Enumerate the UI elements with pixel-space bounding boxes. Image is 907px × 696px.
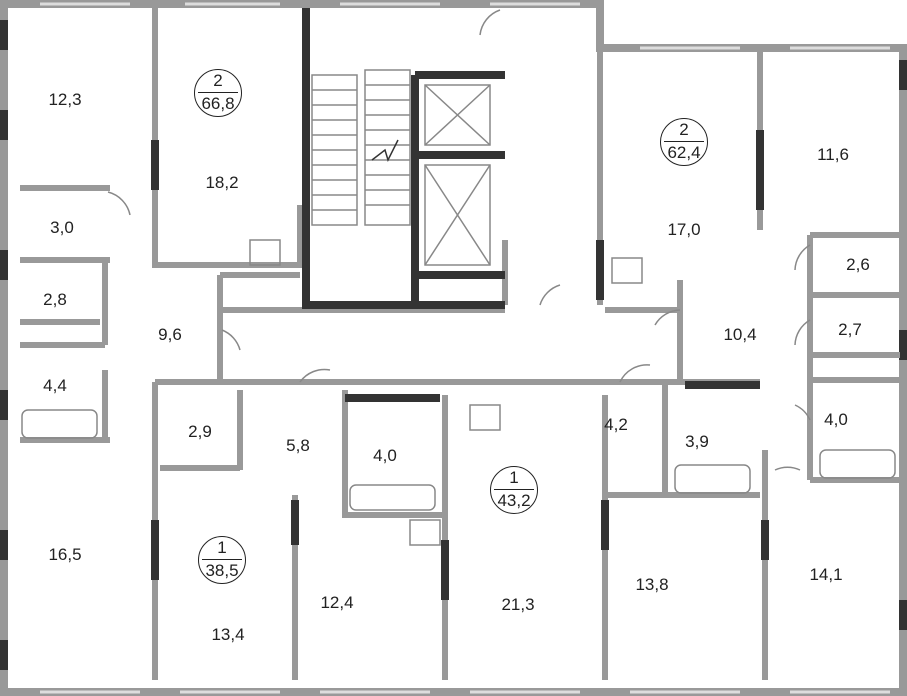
- room-count: 1: [202, 537, 242, 560]
- room-area: 5,8: [286, 436, 310, 455]
- room-area: 12,3: [48, 90, 82, 109]
- room-area: 3,0: [50, 218, 74, 237]
- room-area: 9,6: [158, 325, 182, 344]
- apartment-area: 43,2: [497, 491, 531, 510]
- room-area: 16,5: [48, 545, 82, 564]
- room-area: 13,4: [211, 625, 245, 644]
- room-area: 17,0: [667, 220, 701, 239]
- room-area: 12,4: [320, 593, 354, 612]
- room-area: 18,2: [205, 173, 239, 192]
- room-area: 4,0: [824, 410, 848, 429]
- room-area: 13,8: [635, 575, 669, 594]
- room-area: 2,7: [838, 320, 862, 339]
- room-area: 14,1: [809, 565, 843, 584]
- room-area: 2,9: [188, 422, 212, 441]
- room-area: 2,6: [846, 255, 870, 274]
- room-area: 4,2: [604, 415, 628, 434]
- apartment-area: 38,5: [205, 561, 239, 580]
- apartment-area: 66,8: [201, 94, 235, 113]
- room-count: 1: [494, 467, 534, 490]
- room-area: 2,8: [43, 290, 67, 309]
- room-area: 4,0: [373, 446, 397, 465]
- apartment-area: 62,4: [667, 143, 701, 162]
- room-area: 10,4: [723, 325, 757, 344]
- room-area: 11,6: [817, 145, 849, 164]
- room-count: 2: [198, 70, 238, 93]
- room-count: 2: [664, 119, 704, 142]
- room-area: 3,9: [685, 432, 709, 451]
- room-area: 21,3: [501, 595, 535, 614]
- room-area: 4,4: [43, 376, 67, 395]
